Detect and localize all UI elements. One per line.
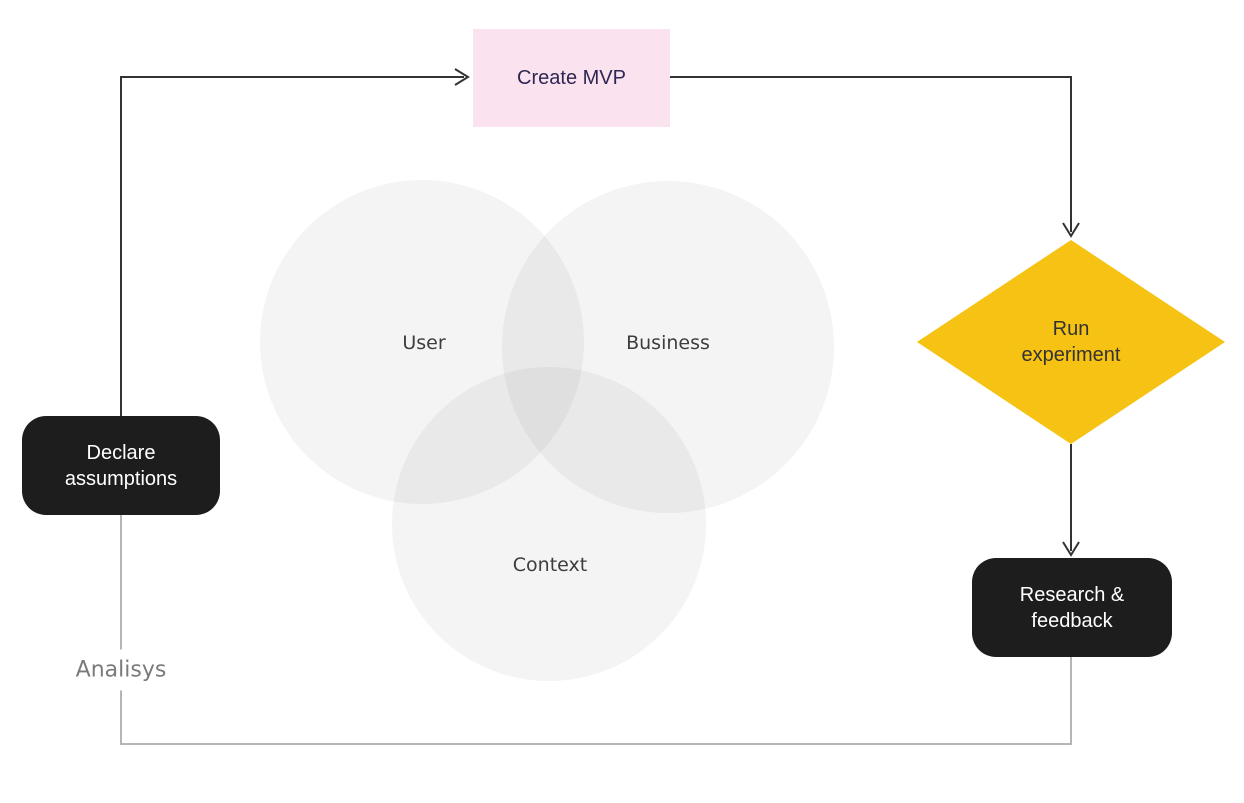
arrowhead-into-research [1062,541,1080,557]
node-declare-assumptions[interactable]: Declare assumptions [22,416,220,515]
venn-circle-user[interactable] [260,180,584,504]
arrowhead-into-diamond [1062,222,1080,238]
venn-circle-context[interactable] [392,367,706,681]
arrowhead-into-create-mvp [454,68,470,86]
venn-circle-business[interactable] [502,181,834,513]
connector-declare-to-create [120,76,464,416]
node-create-mvp[interactable]: Create MVP [473,29,670,127]
venn-label-user: User [402,332,446,354]
venn-label-context: Context [512,554,588,576]
node-research-feedback[interactable]: Research & feedback [972,558,1172,657]
connector-create-to-experiment [670,76,1072,232]
venn-label-business: Business [626,332,710,354]
diamond-shape-run-experiment[interactable] [917,240,1225,444]
connector-research-to-declare [120,515,1072,745]
analisys-caption: Analisys [71,649,171,691]
node-run-experiment-label: Run experiment [1021,318,1121,366]
